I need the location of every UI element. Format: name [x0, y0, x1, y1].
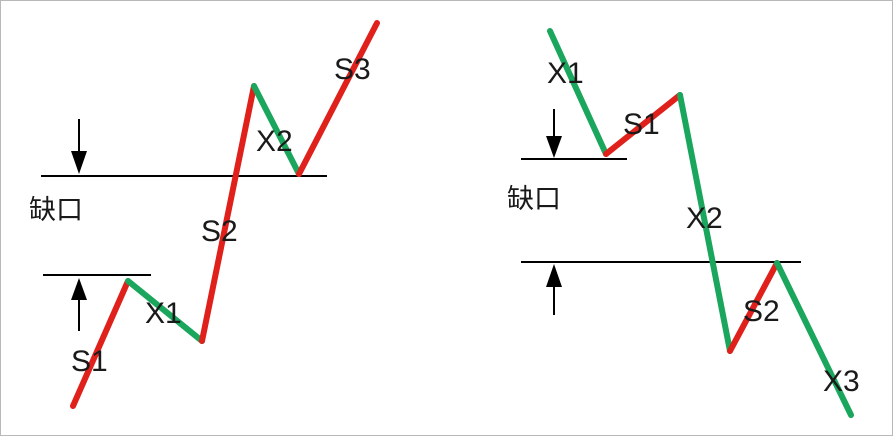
right-label-s2: S2 — [743, 295, 780, 328]
left-segment-x1 — [125, 278, 205, 344]
right-segment-x1 — [547, 28, 609, 157]
left-label-x1: X1 — [145, 297, 182, 330]
left-segment-s1 — [70, 278, 131, 409]
left-gap-label: 缺口 — [29, 195, 83, 226]
right-label-x3: X3 — [823, 365, 860, 398]
left-segment-s2 — [199, 83, 257, 344]
right-label-x1: X1 — [547, 57, 584, 90]
left-down-arrow-icon — [71, 119, 87, 174]
right-segment-x3 — [774, 260, 854, 418]
left-segment-s3 — [296, 20, 380, 177]
right-diagram: X1 S1 X2 S2 X3 缺口 — [507, 28, 860, 418]
left-up-arrow-icon — [71, 278, 87, 331]
right-segment-s1 — [603, 92, 683, 157]
right-gap-label: 缺口 — [507, 184, 561, 215]
right-segment-x2 — [677, 92, 733, 354]
left-label-s3: S3 — [334, 53, 371, 86]
right-label-x2: X2 — [686, 202, 723, 235]
right-up-arrow-icon — [546, 264, 562, 315]
left-label-s2: S2 — [201, 215, 238, 248]
right-segment-s2 — [727, 260, 780, 354]
left-diagram: S1 X1 S2 X2 S3 缺口 — [29, 20, 380, 409]
right-down-arrow-icon — [546, 109, 562, 158]
left-label-x2: X2 — [256, 125, 293, 158]
left-segment-x2 — [251, 83, 302, 177]
right-label-s1: S1 — [623, 108, 660, 141]
left-label-s1: S1 — [71, 345, 108, 378]
